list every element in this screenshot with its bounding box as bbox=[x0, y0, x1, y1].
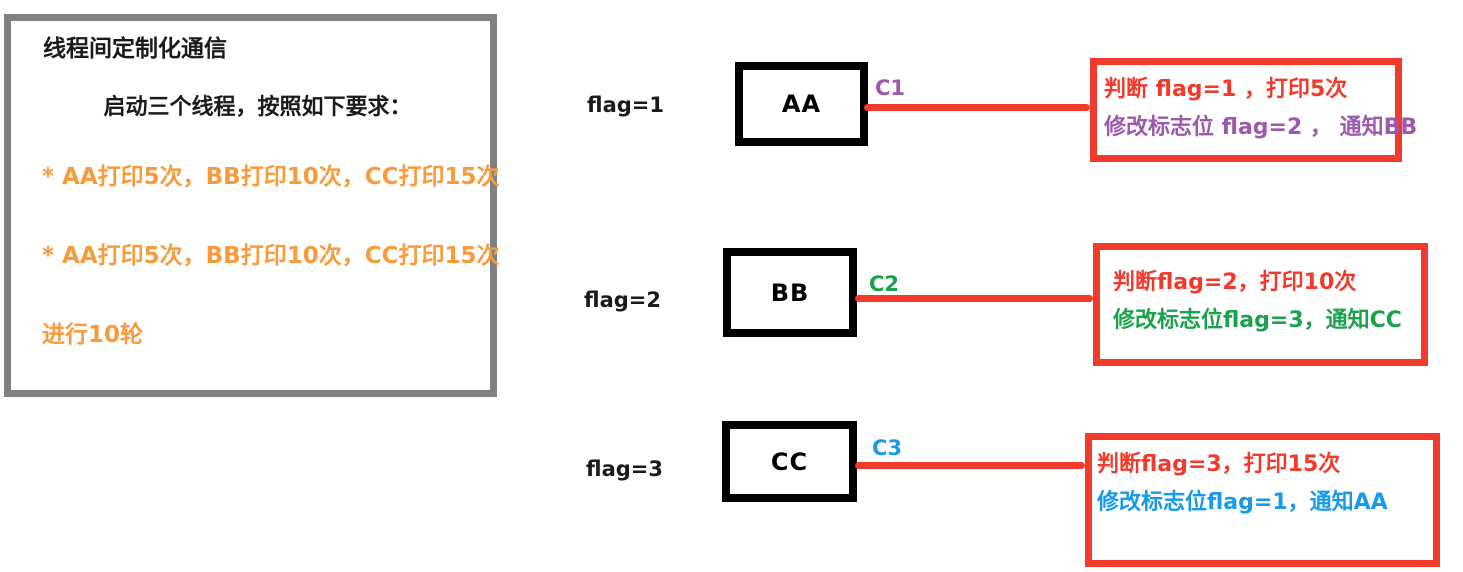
thread-box: CC bbox=[722, 421, 857, 502]
requirement-item: 进行10轮 bbox=[42, 322, 144, 348]
thread-name: CC bbox=[770, 447, 809, 476]
note-notify-line: 修改标志位 flag=2 ， 通知BB bbox=[1104, 115, 1418, 140]
requirement-item: * AA打印5次，BB打印10次，CC打印15次 bbox=[42, 164, 500, 190]
note-box: 判断flag=3，打印15次 修改标志位flag=1，通知AA bbox=[1085, 433, 1440, 567]
panel-subtitle: 启动三个线程，按照如下要求： bbox=[103, 95, 412, 120]
note-box: 判断 flag=1 ，打印5次 修改标志位 flag=2 ， 通知BB bbox=[1090, 58, 1418, 162]
connector-line bbox=[855, 462, 1085, 469]
requirement-item: * AA打印5次，BB打印10次，CC打印15次 bbox=[42, 243, 500, 269]
note-box: 判断flag=2，打印10次 修改标志位flag=3，通知CC bbox=[1093, 243, 1428, 366]
requirements-panel: 线程间定制化通信 启动三个线程，按照如下要求： * AA打印5次，BB打印10次… bbox=[4, 14, 500, 397]
flag-label: flag=1 bbox=[587, 93, 664, 117]
note-notify-line: 修改标志位flag=1，通知AA bbox=[1097, 490, 1388, 515]
note-judge-line: 判断flag=3，打印15次 bbox=[1097, 452, 1341, 477]
note-judge-line: 判断 flag=1 ，打印5次 bbox=[1104, 77, 1348, 102]
flag-label: flag=3 bbox=[586, 457, 663, 481]
condition-label: C3 bbox=[872, 436, 903, 460]
note-notify-line: 修改标志位flag=3，通知CC bbox=[1113, 308, 1402, 333]
condition-label: C2 bbox=[869, 272, 900, 296]
condition-label: C1 bbox=[875, 76, 906, 100]
thread-name: BB bbox=[770, 278, 810, 307]
thread-box: AA bbox=[735, 62, 868, 146]
thread-box: BB bbox=[723, 248, 857, 337]
connector-line bbox=[864, 104, 1090, 111]
connector-line bbox=[855, 295, 1093, 302]
thread-name: AA bbox=[781, 90, 822, 118]
note-judge-line: 判断flag=2，打印10次 bbox=[1113, 270, 1357, 295]
panel-title: 线程间定制化通信 bbox=[43, 36, 227, 62]
flag-label: flag=2 bbox=[584, 288, 661, 312]
